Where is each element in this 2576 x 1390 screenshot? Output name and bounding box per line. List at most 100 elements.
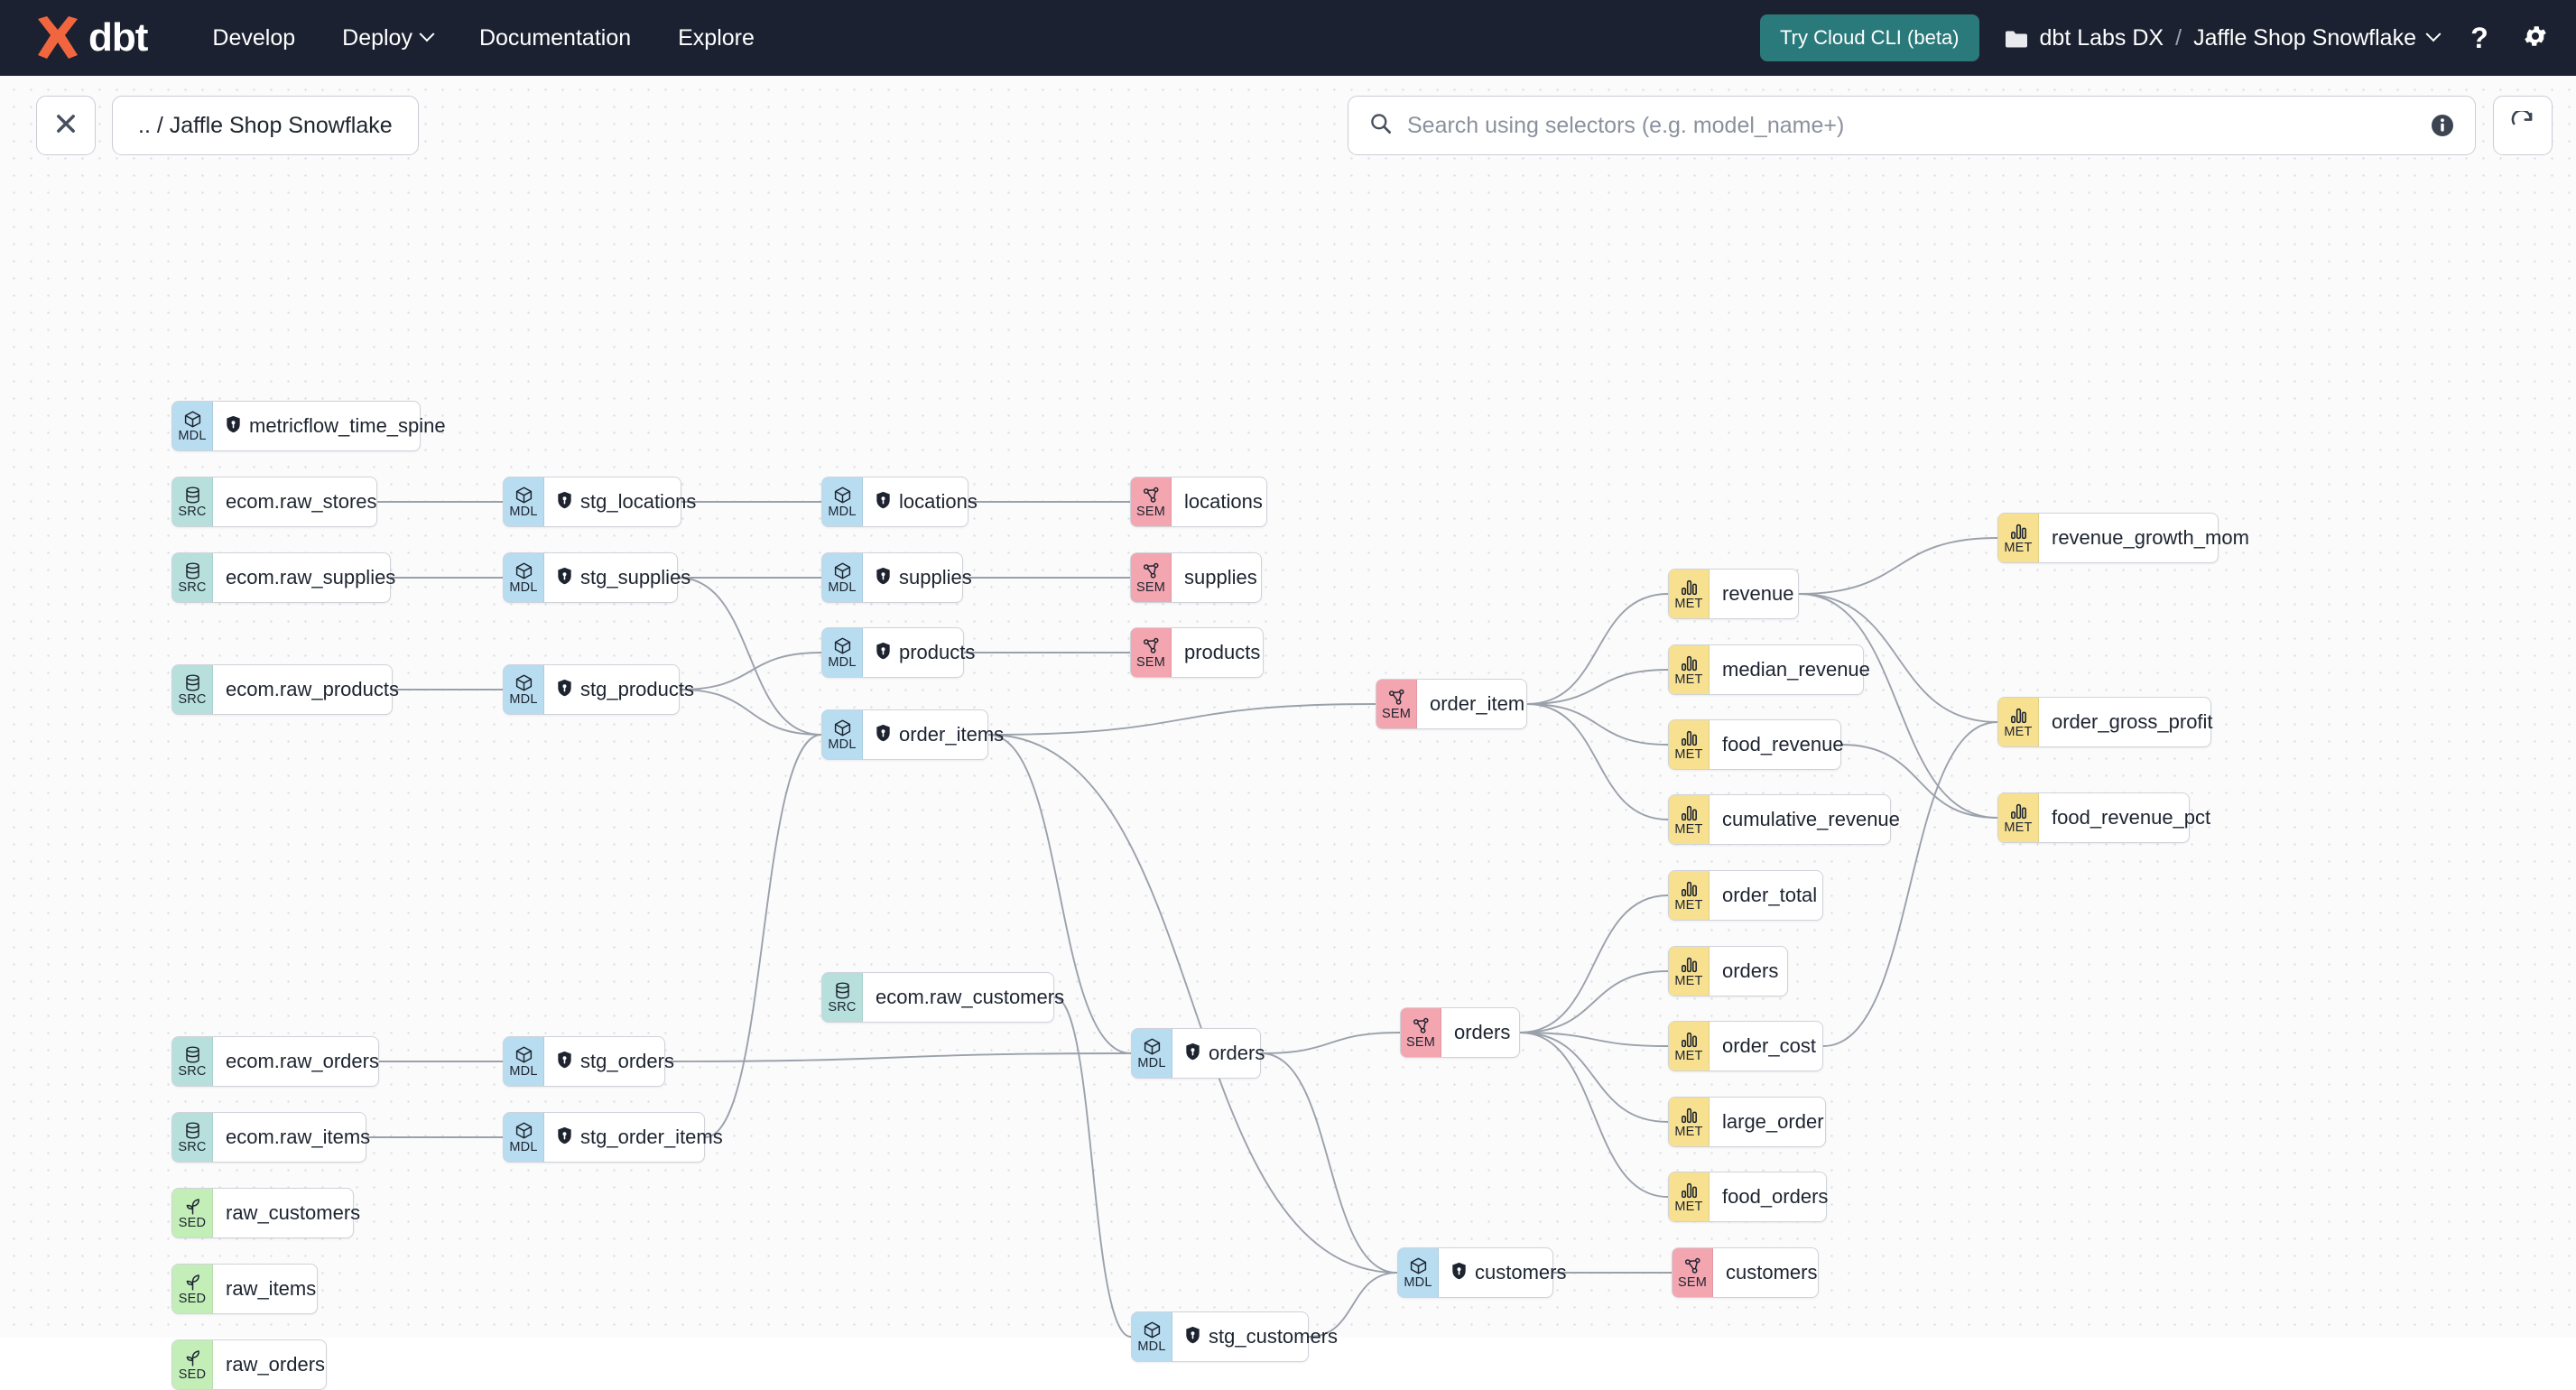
search-input[interactable]	[1407, 112, 2415, 139]
bar-chart-icon: MET	[1669, 947, 1710, 996]
node-label: customers	[1726, 1261, 1818, 1283]
refresh-button[interactable]	[2493, 96, 2553, 155]
node-type-label: SEM	[1405, 1034, 1436, 1050]
shield-icon	[1185, 1326, 1200, 1348]
account-name[interactable]: dbt Labs DX	[2039, 24, 2164, 51]
node-type-label: MET	[1674, 973, 1703, 988]
node-label: metricflow_time_spine	[249, 414, 446, 437]
cube-icon: MDL	[822, 477, 863, 526]
node-body: stg_locations	[544, 477, 712, 526]
shield-icon	[557, 1051, 572, 1073]
bar-chart-icon: MET	[1669, 570, 1710, 618]
edge-orders-to-sem_orders	[1260, 1032, 1401, 1054]
node-type-label: SEM	[1677, 1274, 1708, 1290]
primary-nav: Develop Deploy Documentation Explore	[212, 25, 754, 51]
node-type-label: MDL	[509, 504, 538, 519]
sprout-icon: SED	[172, 1189, 213, 1237]
database-icon: SRC	[172, 1113, 213, 1162]
edge-ecom_raw_customers-to-stg_customers	[1053, 996, 1132, 1338]
graph-node-met_order_gross_profit[interactable]: MET order_gross_profit	[1997, 697, 2213, 747]
try-cloud-cli-button[interactable]: Try Cloud CLI (beta)	[1760, 14, 1979, 61]
breadcrumb-label: .. / Jaffle Shop Snowflake	[138, 112, 393, 138]
node-label: order_gross_profit	[2052, 710, 2213, 733]
node-body: products	[1172, 628, 1276, 677]
node-type-label: MET	[1674, 1199, 1703, 1214]
node-body: stg_orders	[544, 1037, 690, 1086]
node-body: stg_order_items	[544, 1113, 739, 1162]
settings-button[interactable]	[2520, 23, 2551, 53]
nav-item-deploy[interactable]: Deploy	[342, 25, 435, 51]
nav-item-develop[interactable]: Develop	[212, 25, 295, 51]
close-lineage-button[interactable]	[36, 96, 96, 155]
node-body: ecom.raw_orders	[213, 1037, 395, 1086]
network-icon: SEM	[1131, 628, 1172, 677]
node-body: order_gross_profit	[2039, 698, 2229, 746]
nav-item-documentation[interactable]: Documentation	[479, 25, 631, 51]
node-body: cumulative_revenue	[1710, 795, 1916, 844]
node-label: ecom.raw_orders	[226, 1050, 379, 1072]
shield-icon	[876, 567, 891, 589]
project-selector[interactable]: Jaffle Shop Snowflake	[2193, 25, 2442, 51]
node-type-label: MDL	[1137, 1055, 1166, 1070]
edge-stg_orders-to-orders	[664, 1052, 1132, 1062]
dbt-logo[interactable]: dbt	[32, 15, 148, 60]
cube-icon: MDL	[504, 477, 544, 526]
node-body: order_cost	[1710, 1022, 1832, 1070]
lineage-canvas[interactable]: .. / Jaffle Shop Snowflake	[0, 76, 2576, 1390]
info-icon[interactable]	[2430, 113, 2455, 138]
top-navigation-bar: dbt Develop Deploy Documentation Explore…	[0, 0, 2576, 76]
node-type-label: MET	[2004, 724, 2033, 739]
help-button[interactable]: ?	[2464, 23, 2495, 53]
edge-sem_orders-to-met_orders	[1519, 970, 1669, 1033]
chevron-down-icon	[419, 26, 435, 42]
edge-met_revenue-to-met_revenue_growth_mom	[1798, 537, 1998, 595]
node-body: metricflow_time_spine	[213, 402, 462, 450]
shield-icon	[876, 491, 891, 514]
bar-chart-icon: MET	[1669, 871, 1710, 920]
breadcrumb[interactable]: .. / Jaffle Shop Snowflake	[112, 96, 419, 155]
graph-node-sem_customers[interactable]: SEM customers	[1672, 1247, 1819, 1298]
edge-met_order_cost-to-met_order_gross_profit	[1822, 721, 1998, 1047]
selector-search-box[interactable]	[1348, 96, 2476, 155]
nav-item-explore[interactable]: Explore	[678, 25, 755, 51]
